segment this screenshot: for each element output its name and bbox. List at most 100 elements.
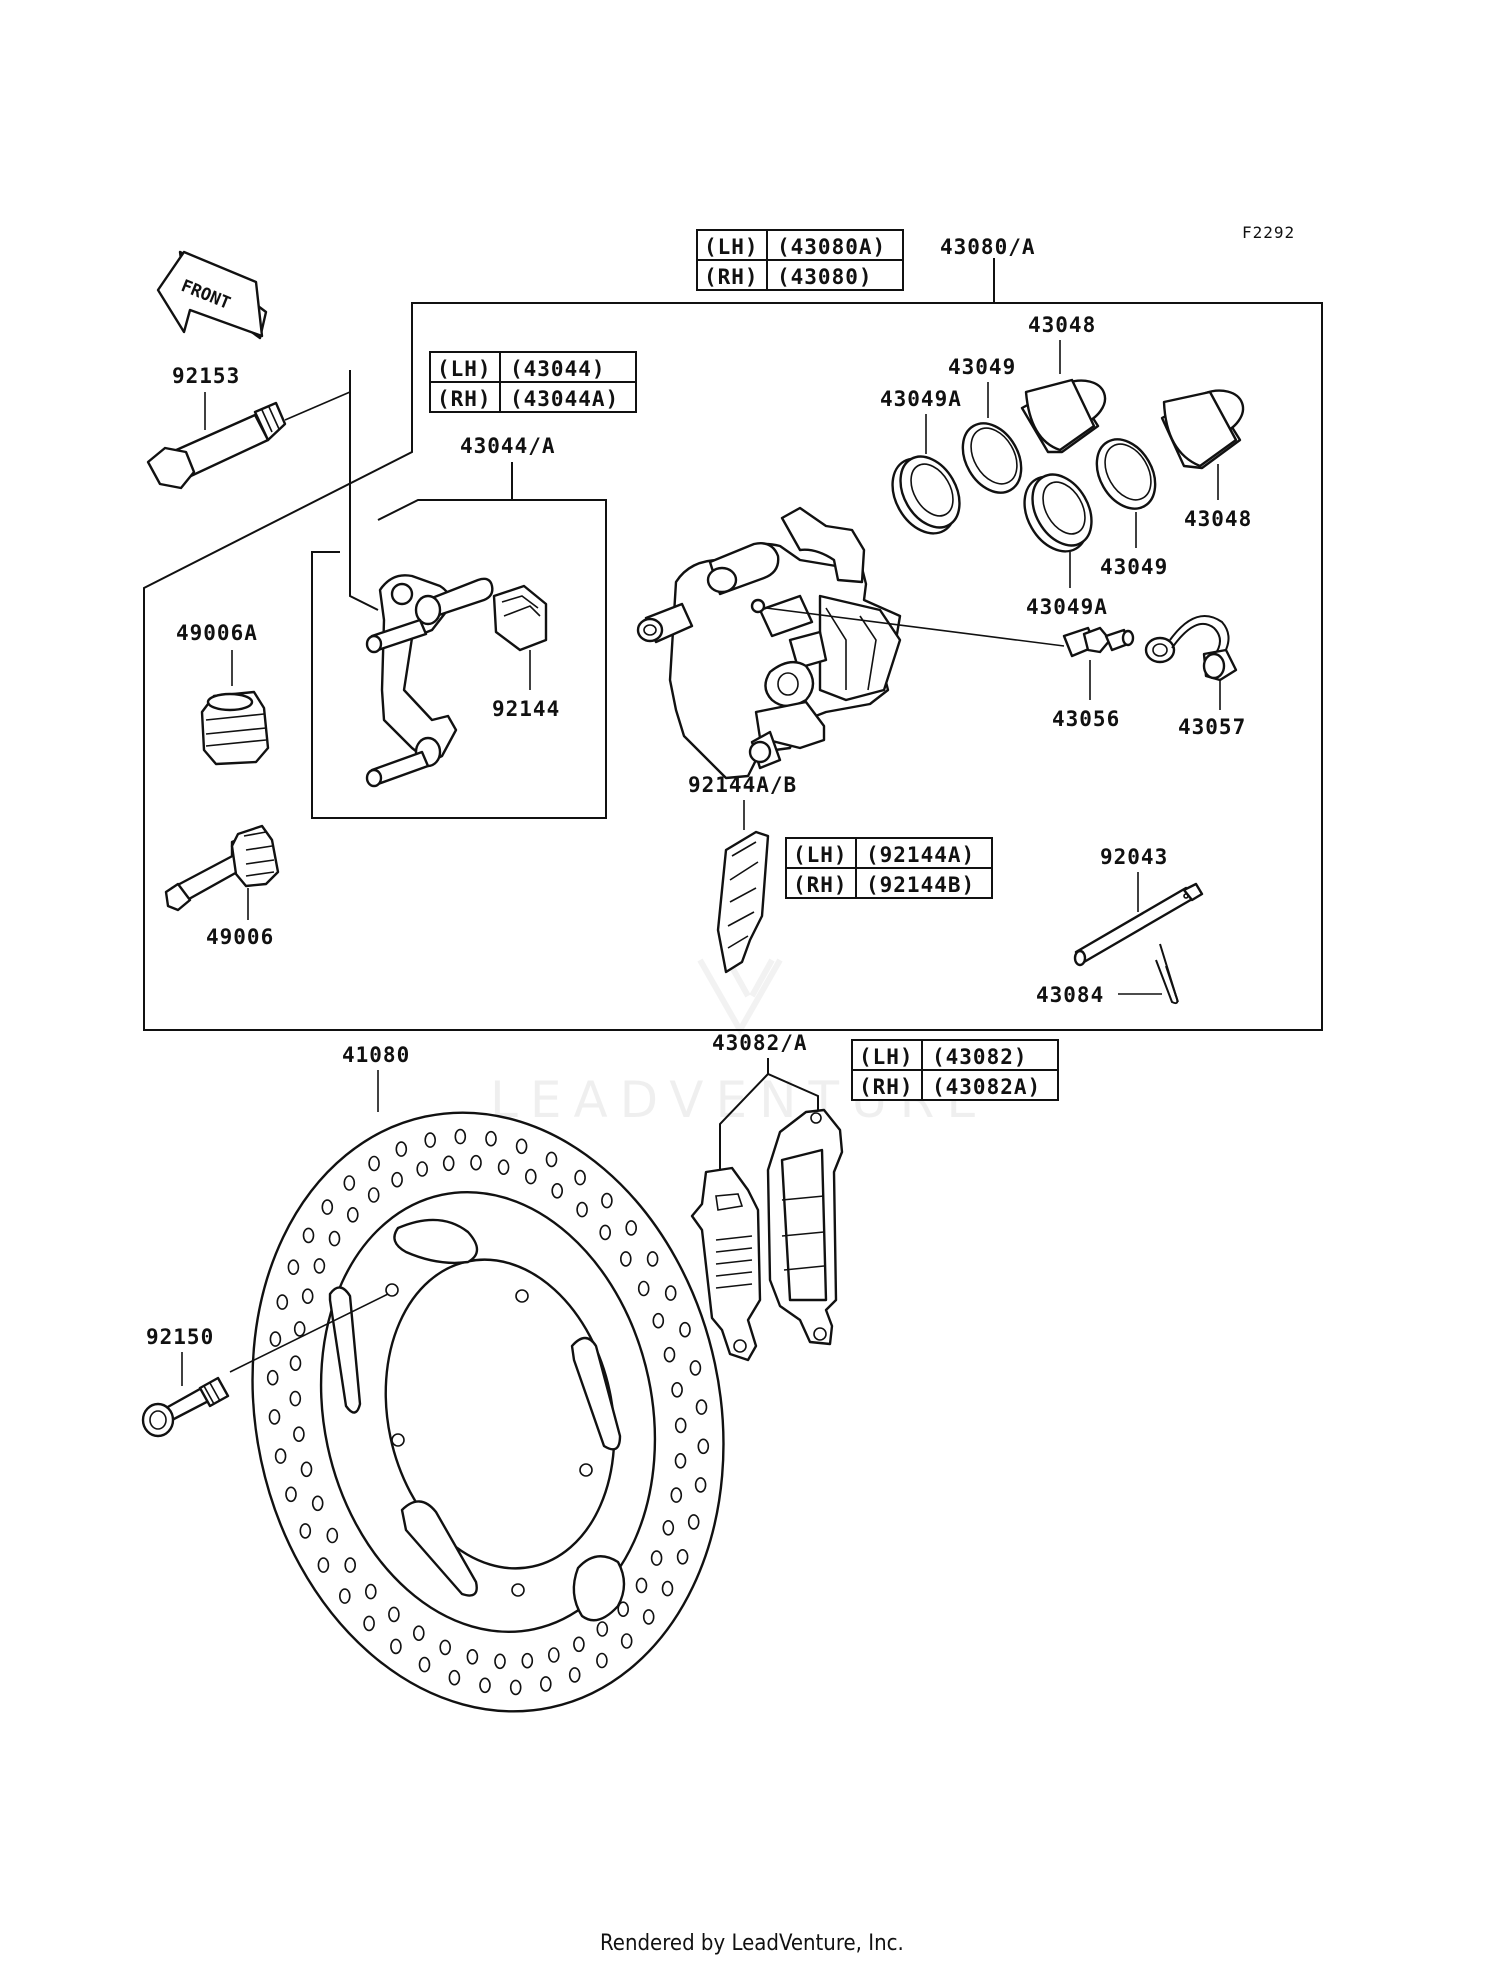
disc-vent-hole [485,1130,497,1147]
label-piston-43048-right: 43048 [1184,507,1252,531]
table-pads-rh-part: (43082A) [932,1075,1041,1099]
table-pads: (LH) (43082) (RH) (43082A) [851,1039,1059,1101]
table-caliper-rh: (RH) [704,265,759,289]
piston-seal-43049a-top [891,455,961,535]
disc-vent-hole [390,1638,402,1655]
table-pads-rh: (RH) [859,1075,914,1099]
dust-seal-43049-top [961,422,1023,494]
disc-vent-hole [388,1606,400,1623]
table-bracket-lh: (LH) [437,357,492,381]
label-piston-seal-43049a-right: 43049A [1026,595,1108,619]
disc-vent-hole [328,1230,341,1247]
disc-vent-hole [321,1199,334,1215]
disc-vent-hole [545,1151,558,1168]
label-boot-49006a: 49006A [176,621,258,645]
disc-vent-hole [497,1159,510,1175]
brake-disc-holes [266,1128,710,1696]
disc-vent-hole [470,1154,482,1171]
pad-spring-92144ab [716,830,770,974]
table-caliper: (LH) (43080A) (RH) (43080) [696,229,904,291]
label-piston-43048-top: 43048 [1028,313,1096,337]
disc-vent-hole [418,1656,431,1673]
disc-vent-hole [274,1448,287,1464]
disc-vent-hole [289,1355,302,1371]
disc-vent-hole [574,1169,586,1186]
disc-vent-hole [424,1132,437,1148]
table-bracket: (LH) (43044) (RH) (43044A) [429,351,637,413]
table-bracket-lh-part: (43044) [510,357,606,381]
piston-seal-43049a-right [1023,473,1093,553]
disc-vent-hole [299,1523,312,1539]
disc-vent-hole [395,1141,408,1157]
disc-vent-hole [391,1171,403,1188]
disc-vent-hole [301,1288,314,1304]
disc-vent-hole [687,1514,700,1530]
disc-vent-hole [269,1331,282,1347]
label-disc-bolt-92150: 92150 [146,1325,214,1349]
figure-code: F2292 [1242,223,1295,242]
disc-vent-hole [596,1621,609,1637]
table-caliper-rh-part: (43080) [777,265,873,289]
disc-vent-hole [439,1639,452,1656]
label-cotter-43084: 43084 [1036,983,1104,1007]
table-spring-lh-part: (92144A) [866,843,975,867]
disc-vent-hole [617,1601,630,1617]
table-caliper-lh: (LH) [704,235,759,259]
table-spring-rh: (RH) [793,873,848,897]
disc-vent-hole [448,1669,461,1686]
bracket-assembly-frame [311,462,607,819]
disc-vent-hole [637,1280,650,1297]
label-clip-92144: 92144 [492,697,560,721]
label-spring-92144ab: 92144A/B [688,773,797,797]
table-bracket-rh-part: (43044A) [510,387,619,411]
disc-vent-hole [293,1321,306,1337]
label-pin-49006: 49006 [206,925,274,949]
disc-vent-hole [662,1520,675,1536]
disc-vent-hole [479,1677,491,1694]
table-pads-lh-part: (43082) [932,1045,1028,1069]
disc-vent-hole [576,1201,588,1218]
caliper-bracket [365,574,494,788]
disc-vent-hole [313,1258,326,1274]
disc-vent-hole [509,1679,522,1696]
disc-vent-hole [454,1128,467,1145]
disc-vent-hole [674,1417,687,1434]
disc-vent-hole [285,1486,297,1503]
disc-vent-hole [670,1487,683,1503]
disc-vent-hole [412,1625,425,1641]
label-caliper-assy: 43080/A [940,235,1036,259]
disc-vent-hole [695,1399,708,1415]
disc-vent-hole [521,1652,534,1669]
table-spring: (LH) (92144A) (RH) (92144B) [785,837,993,899]
label-disc-41080: 41080 [342,1043,410,1067]
disc-vent-hole [664,1285,677,1301]
table-spring-lh: (LH) [793,843,848,867]
disc-vent-hole [661,1580,674,1597]
label-bracket-assy: 43044/A [460,434,556,458]
label-bolt-92153: 92153 [172,364,240,388]
table-caliper-lh-part: (43080A) [777,235,886,259]
disc-vent-hole [326,1527,339,1544]
table-bracket-rh: (RH) [437,387,492,411]
disc-vent-hole [694,1477,707,1493]
disc-vent-hole [573,1636,585,1653]
disc-vent-hole [338,1588,351,1604]
disc-vent-hole [287,1259,300,1275]
cotter-pin-43084 [1118,943,1179,1005]
disc-vent-hole [343,1175,356,1191]
disc-vent-hole [676,1549,689,1565]
disc-vent-hole [494,1653,506,1670]
disc-vent-hole [671,1382,683,1398]
disc-vent-hole [679,1321,691,1338]
disc-vent-hole [466,1649,479,1665]
disc-vent-hole [302,1227,315,1244]
disc-vent-hole [652,1312,665,1329]
label-bleeder-43056: 43056 [1052,707,1120,731]
disc-vent-hole [363,1615,375,1632]
disc-vent-hole [276,1294,289,1310]
label-pads-43082a: 43082/A [712,1031,808,1055]
disc-vent-hole [515,1138,528,1155]
label-dust-seal-43049-top: 43049 [948,355,1016,379]
disc-vent-hole [620,1633,633,1649]
